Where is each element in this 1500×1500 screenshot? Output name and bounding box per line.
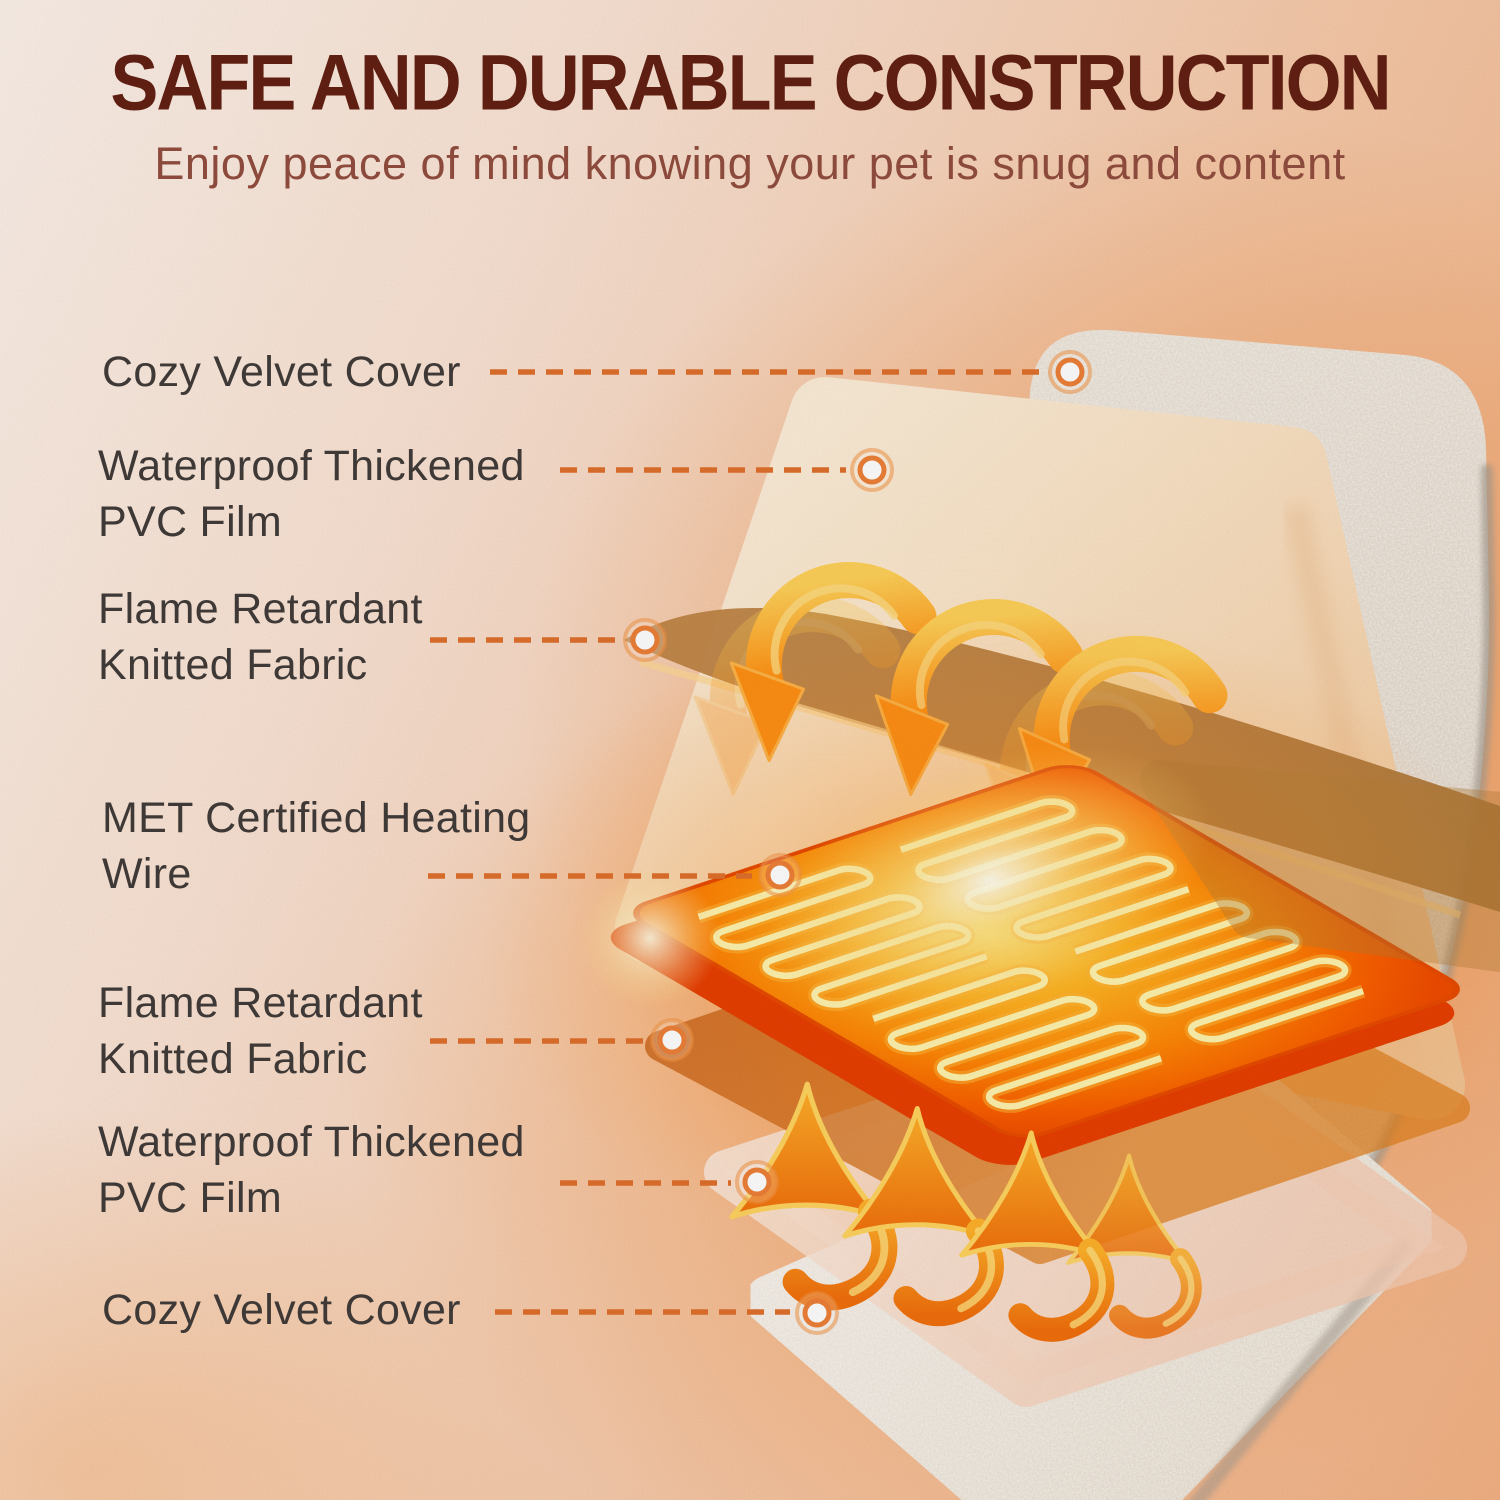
label-flame-retardant-fabric-bottom: Flame Retardant Knitted Fabric xyxy=(98,975,423,1087)
label-line: Waterproof Thickened xyxy=(98,1118,525,1166)
label-line: PVC Film xyxy=(98,498,282,546)
label-line: MET Certified Heating xyxy=(102,794,531,842)
label-flame-retardant-fabric-top: Flame Retardant Knitted Fabric xyxy=(98,581,423,693)
label-met-certified-heating-wire: MET Certified Heating Wire xyxy=(102,790,531,902)
label-line: Cozy Velvet Cover xyxy=(102,348,461,396)
page-subtitle: Enjoy peace of mind knowing your pet is … xyxy=(154,138,1346,189)
label-waterproof-pvc-film-bottom: Waterproof Thickened PVC Film xyxy=(98,1114,525,1226)
label-waterproof-pvc-film-top: Waterproof Thickened PVC Film xyxy=(98,438,525,550)
label-line: Wire xyxy=(102,850,192,898)
header: SAFE AND DURABLE CONSTRUCTION Enjoy peac… xyxy=(0,38,1500,190)
label-cozy-velvet-cover-top: Cozy Velvet Cover xyxy=(102,344,461,400)
label-line: Knitted Fabric xyxy=(98,641,368,689)
label-line: Flame Retardant xyxy=(98,585,423,633)
label-cozy-velvet-cover-bottom: Cozy Velvet Cover xyxy=(102,1282,461,1338)
label-line: Waterproof Thickened xyxy=(98,442,525,490)
label-line: Flame Retardant xyxy=(98,979,423,1027)
page-title: SAFE AND DURABLE CONSTRUCTION xyxy=(110,39,1391,128)
label-line: Cozy Velvet Cover xyxy=(102,1286,461,1334)
label-line: PVC Film xyxy=(98,1174,282,1222)
label-line: Knitted Fabric xyxy=(98,1035,368,1083)
